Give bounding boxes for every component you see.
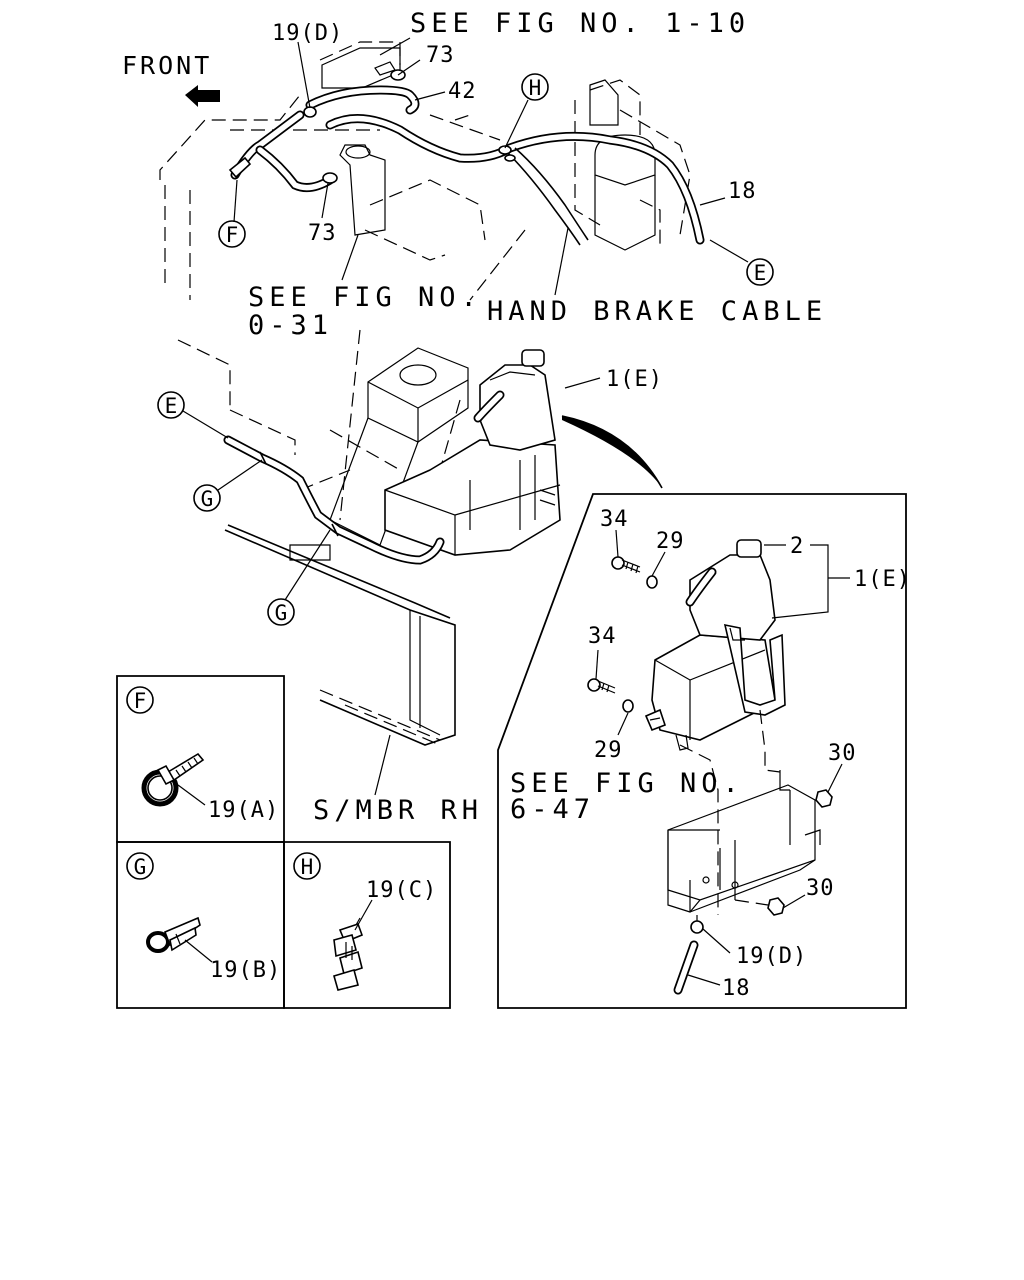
clip-19c-icon xyxy=(333,917,364,991)
clip-19d-detail-icon xyxy=(690,915,704,934)
part-30-b-label: 30 xyxy=(806,876,835,901)
inset-f: F 19(A) xyxy=(126,686,279,823)
front-label: FRONT xyxy=(122,51,212,80)
part-19d-top-label: 19(D) xyxy=(272,21,343,46)
svg-text:H: H xyxy=(301,855,314,879)
inset-h: H 19(C) xyxy=(293,852,437,991)
callout-h-inset: H xyxy=(293,852,321,880)
callout-g-middle-a: G xyxy=(193,484,221,512)
svg-text:G: G xyxy=(201,487,214,511)
clip-19b-icon xyxy=(146,916,201,953)
svg-text:E: E xyxy=(754,261,767,285)
see-fig-0-31-line1: SEE FIG NO. xyxy=(248,282,482,313)
part-29-a-label: 29 xyxy=(656,529,685,554)
part-1e-main-label: 1(E) xyxy=(606,367,663,392)
part-19c-label: 19(C) xyxy=(366,878,437,903)
washer-29-b-icon xyxy=(622,699,634,713)
see-fig-0-31-line2: 0-31 xyxy=(248,310,333,341)
svg-text:H: H xyxy=(529,76,542,100)
part-2-label: 2 xyxy=(790,534,804,559)
see-fig-6-47-line2: 6-47 xyxy=(510,794,595,825)
inset-g: G 19(B) xyxy=(126,852,281,983)
detail-box xyxy=(497,493,907,1009)
part-42-label: 42 xyxy=(448,79,477,104)
part-34-a-label: 34 xyxy=(600,507,629,532)
clamp-73-bottom-icon xyxy=(322,172,338,184)
part-73-top-label: 73 xyxy=(426,43,455,68)
nut-30-b-icon xyxy=(767,897,785,916)
svg-text:E: E xyxy=(165,394,178,418)
middle-assembly xyxy=(177,329,663,796)
see-fig-1-10-label: SEE FIG NO. 1-10 xyxy=(410,8,750,39)
nut-30-a-icon xyxy=(815,789,833,808)
part-34-b-label: 34 xyxy=(588,624,617,649)
callout-g-middle-b: G xyxy=(267,598,295,626)
band-clamp-19a-icon xyxy=(141,752,205,807)
svg-text:G: G xyxy=(275,601,288,625)
see-fig-6-47-line1: SEE FIG NO. xyxy=(510,768,744,799)
part-19a-label: 19(A) xyxy=(208,798,279,823)
hose-18-detail-icon xyxy=(673,940,699,995)
callout-f-top: F xyxy=(218,220,246,248)
smbr-rh-label: S/MBR RH xyxy=(313,795,483,826)
top-assembly xyxy=(159,37,749,301)
inset-boxes xyxy=(116,675,451,1009)
washer-29-a-icon xyxy=(646,575,658,589)
svg-text:F: F xyxy=(226,223,239,247)
hand-brake-cable-label: HAND BRAKE CABLE xyxy=(487,296,827,327)
part-19b-label: 19(B) xyxy=(210,958,281,983)
part-18-detail-label: 18 xyxy=(722,976,751,1001)
clip-h-icon xyxy=(498,145,516,162)
svg-text:F: F xyxy=(134,689,147,713)
callout-g-inset: G xyxy=(126,852,154,880)
callout-e-middle: E xyxy=(157,391,185,419)
part-73-bottom-label: 73 xyxy=(308,221,337,246)
clamp-19d-top-icon xyxy=(303,106,317,118)
callout-h-top: H xyxy=(521,73,549,101)
part-29-b-label: 29 xyxy=(594,738,623,763)
callout-e-top: E xyxy=(746,258,774,286)
bolt-34-b-icon xyxy=(587,678,616,694)
bolt-34-a-icon xyxy=(611,556,641,574)
part-1e-detail-label: 1(E) xyxy=(854,567,911,592)
callout-f-inset: F xyxy=(126,686,154,714)
front-arrow-icon xyxy=(185,85,220,107)
part-30-a-label: 30 xyxy=(828,741,857,766)
svg-text:G: G xyxy=(134,855,147,879)
part-18-top-label: 18 xyxy=(728,179,757,204)
part-19d-detail-label: 19(D) xyxy=(736,944,807,969)
